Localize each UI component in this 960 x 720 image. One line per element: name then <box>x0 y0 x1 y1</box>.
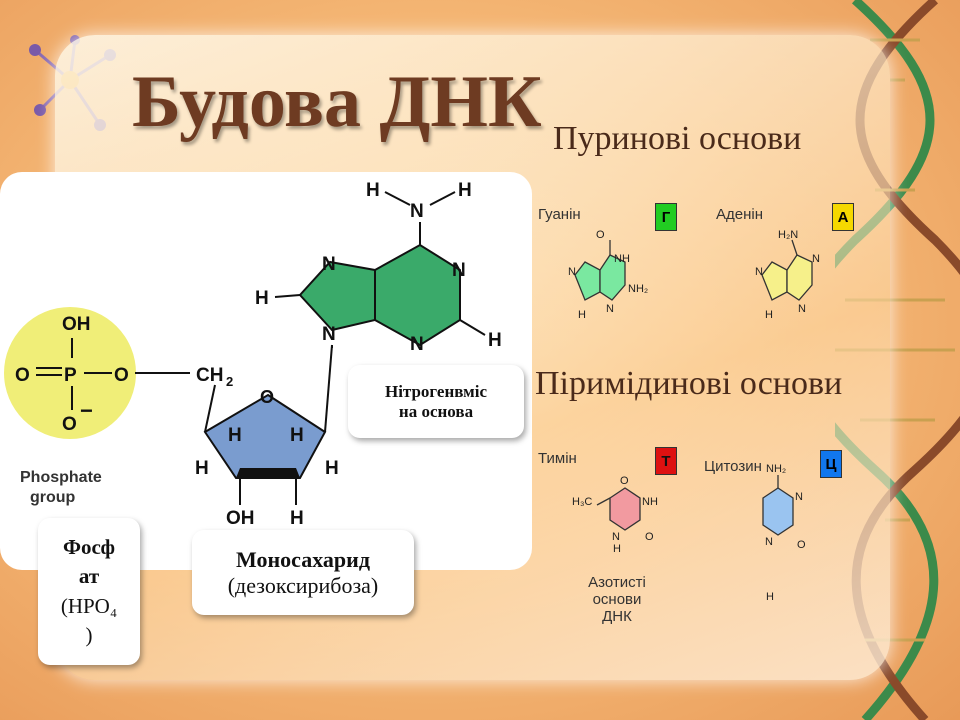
svg-text:H: H <box>488 330 502 351</box>
svg-text:CH: CH <box>196 365 223 386</box>
pyrimidines-heading: Піримідинові основи <box>535 365 843 402</box>
svg-text:H: H <box>458 180 472 201</box>
svg-text:N: N <box>322 254 336 275</box>
slide-title: Будова ДНК <box>132 61 542 143</box>
sugar-label: Моносахарид(дезоксирибоза) <box>192 530 414 615</box>
phosphate-caption: Phosphate <box>20 469 102 486</box>
svg-text:H: H <box>366 180 380 201</box>
svg-text:group: group <box>30 489 76 506</box>
thymine-badge: Т <box>655 447 677 475</box>
svg-text:H: H <box>255 288 269 309</box>
svg-text:H: H <box>290 508 304 529</box>
guanine-name: Гуанін <box>538 206 581 223</box>
thymine-name: Тимін <box>538 450 577 467</box>
svg-text:O: O <box>260 387 274 407</box>
svg-text:OH: OH <box>62 314 91 335</box>
svg-text:N: N <box>452 260 466 281</box>
svg-text:H: H <box>290 425 304 446</box>
svg-text:N: N <box>322 324 336 345</box>
adenine-name: Аденін <box>716 206 763 223</box>
svg-text:N: N <box>410 201 424 222</box>
svg-text:N: N <box>410 334 424 355</box>
svg-text:−: − <box>80 398 93 423</box>
svg-text:H: H <box>325 458 339 479</box>
svg-text:H: H <box>195 458 209 479</box>
adenine-badge: А <box>832 203 854 231</box>
svg-text:2: 2 <box>226 374 233 389</box>
purines-heading: Пуринові основи <box>553 120 802 157</box>
guanine-badge: Г <box>655 203 677 231</box>
svg-text:O: O <box>114 365 129 386</box>
svg-text:O: O <box>15 365 30 386</box>
svg-text:H: H <box>228 425 242 446</box>
svg-text:OH: OH <box>226 508 255 529</box>
svg-text:P: P <box>64 365 77 386</box>
cytosine-name: Цитозин <box>704 458 762 475</box>
svg-text:O: O <box>62 414 77 435</box>
cytosine-badge: Ц <box>820 450 842 478</box>
